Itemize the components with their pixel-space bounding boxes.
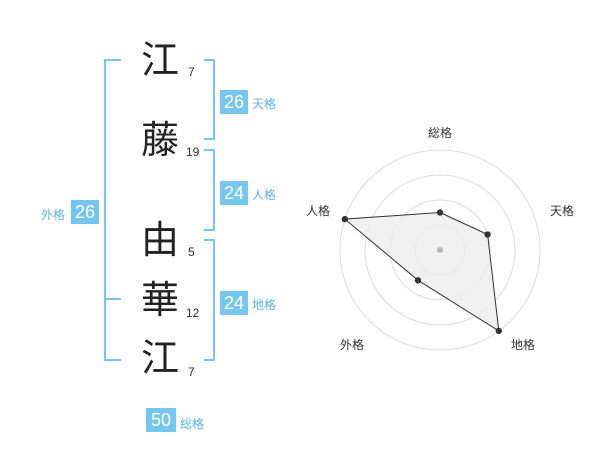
soukaku-label: 総格 [180,417,205,431]
stroke-count-5: 7 [188,365,195,379]
gaikaku-bracket [104,59,121,361]
radar-point-1 [484,231,491,238]
radar-axis-label-chikaku: 地格 [511,338,536,352]
jinkaku-bracket [204,149,215,231]
stroke-count-2: 19 [186,145,200,159]
stroke-count-4: 12 [186,306,200,320]
radar-point-3 [414,277,422,284]
chikaku-value-badge: 24 [220,291,248,315]
radar-ring [364,174,516,326]
jinkaku-value-badge: 24 [220,181,248,205]
stroke-count-1: 7 [188,65,195,79]
stroke-count-3: 5 [188,245,195,259]
name-char-2: 藤 [140,118,179,162]
name-char-3: 由 [140,218,179,262]
soukaku-value-badge: 50 [146,408,176,432]
jinkaku-label: 人格 [252,188,277,202]
chikaku-label: 地格 [252,298,277,312]
name-char-1: 江 [140,38,179,82]
tenkaku-value-badge: 26 [220,90,248,114]
radar-points [341,209,502,335]
radar-ring [339,149,541,351]
tenkaku-label: 天格 [252,97,277,111]
radar-axis-label-gaikaku: 外格 [340,338,365,352]
radar-point-0 [436,209,444,216]
radar-point-2 [495,327,502,335]
radar-area [343,211,500,332]
bracket-lines [104,59,215,361]
radar-axis-label-tenkaku: 天格 [550,204,575,218]
gaikaku-value-badge: 26 [71,200,99,224]
radar-axis-label-jinkaku: 人格 [306,204,331,218]
chikaku-bracket [204,239,215,361]
radar-point-4 [341,215,349,223]
radar-axis-label-soukaku: 総格 [428,126,453,140]
name-char-4: 華 [140,278,179,322]
tenkaku-bracket [204,59,215,140]
radar-center-dot [437,247,443,253]
gaikaku-label: 外格 [41,208,66,222]
name-char-5: 江 [140,336,179,380]
